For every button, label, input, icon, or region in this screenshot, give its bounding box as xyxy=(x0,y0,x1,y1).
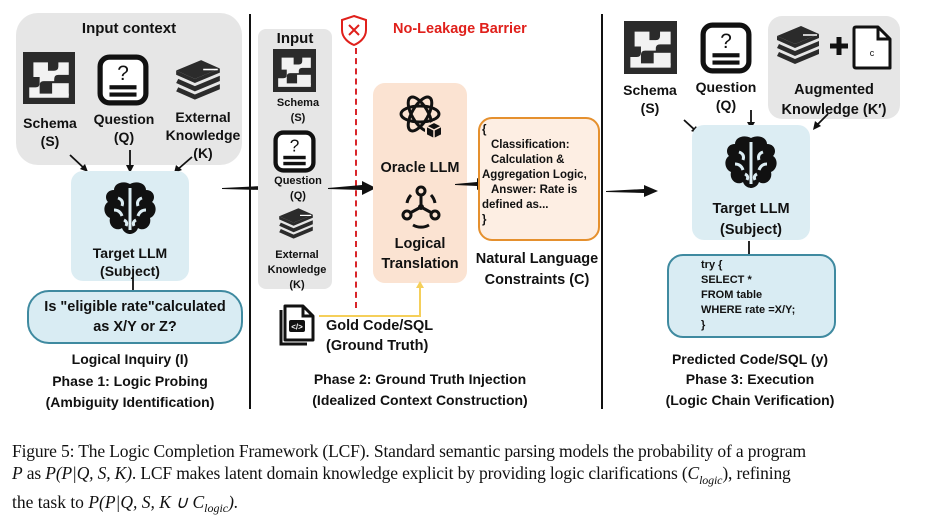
formula-refined: P(P|Q, S, K ∪ C xyxy=(88,491,205,512)
caption-line-2: P as P(P|Q, S, K). LCF makes latent doma… xyxy=(12,463,791,487)
question-label: Question(Q) xyxy=(93,111,155,145)
input-arrows xyxy=(69,150,193,173)
phase3-subtitle: (Logic Chain Verification) xyxy=(665,392,835,408)
brain-icon xyxy=(721,132,781,192)
constraints-content: { Classification: Calculation & Aggregat… xyxy=(482,123,598,228)
phase3-schema-label: Schema(S) xyxy=(623,82,677,116)
constraints-box xyxy=(478,117,600,241)
question-icon xyxy=(273,130,316,173)
shield-x-icon xyxy=(341,14,367,47)
network-icon xyxy=(401,185,441,229)
phase2-input-title: Input xyxy=(276,30,314,47)
caption-line-3: the task to P(P|Q, S, K ∪ Clogic). xyxy=(12,491,239,516)
predicted-code-content: try { SELECT * FROM table WHERE rate =X/… xyxy=(701,258,831,333)
divider-phase1-phase2 xyxy=(249,14,251,409)
oracle-llm-label: Oracle LLM xyxy=(380,160,460,176)
figure-caption: Figure 5: The Logic Completion Framework… xyxy=(12,440,932,519)
phase1-title: Phase 1: Logic Probing xyxy=(52,373,208,389)
constraints-line: defined as... xyxy=(482,199,549,211)
books-plus-file-icon: c xyxy=(776,25,892,70)
constraints-line: Answer: Rate is xyxy=(491,184,578,196)
input-context-title: Input context xyxy=(81,20,177,37)
svg-text:</>: </> xyxy=(291,323,303,332)
constraints-close: } xyxy=(482,214,487,226)
logical-inquiry-label: Logical Inquiry (I) xyxy=(71,351,189,367)
gold-to-translation-arrow xyxy=(319,281,424,317)
phase3-question-label: Question(Q) xyxy=(695,79,757,113)
divider-phase2-phase3 xyxy=(601,14,603,409)
arrow-phase2-to-phase3 xyxy=(606,185,658,197)
logical-inquiry-box xyxy=(27,290,243,344)
schema-icon xyxy=(624,21,677,74)
code-line: FROM table xyxy=(701,289,763,301)
schema-icon xyxy=(273,49,316,92)
phase2-question-label: Question(Q) xyxy=(274,175,322,202)
formula-p-given: P(P|Q, S, K) xyxy=(45,463,132,483)
constraints-line: Aggregation Logic, xyxy=(482,169,587,181)
arrow-schema-to-llm xyxy=(69,154,88,172)
schema-label: Schema(S) xyxy=(23,115,77,149)
brain-icon xyxy=(100,178,160,238)
question-icon xyxy=(700,22,752,74)
barrier-label: No-Leakage Barrier xyxy=(393,21,527,37)
phase2-subtitle: (Idealized Context Construction) xyxy=(312,392,528,408)
constraints-open: { xyxy=(482,124,487,136)
arrow-input-to-oracle xyxy=(328,181,376,195)
phase3-title: Phase 3: Execution xyxy=(685,371,815,387)
code-line: } xyxy=(701,319,706,331)
constraints-line: Calculation & xyxy=(491,154,565,166)
target-llm-label: Target LLM(Subject) xyxy=(92,245,168,279)
arrow-knowledge-to-llm xyxy=(813,113,829,130)
predicted-code-box xyxy=(667,254,836,338)
atom-cube-icon xyxy=(399,95,443,141)
oracle-llm-panel xyxy=(373,83,467,283)
caption-line-1: Figure 5: The Logic Completion Framework… xyxy=(12,441,806,461)
phase2-schema-label: Schema(S) xyxy=(276,97,320,124)
arrow-question-to-llm xyxy=(126,150,134,173)
no-leakage-barrier-line xyxy=(355,48,357,308)
phase2-title: Phase 2: Ground Truth Injection xyxy=(313,371,527,387)
phase1-subtitle: (Ambiguity Identification) xyxy=(45,394,215,410)
books-icon xyxy=(276,205,316,245)
svg-text:c: c xyxy=(870,48,875,58)
constraints-line: Classification: xyxy=(491,139,570,151)
code-line: SELECT * xyxy=(701,274,752,286)
code-line: try { xyxy=(701,259,723,271)
code-file-icon: </> xyxy=(279,304,315,346)
phase3-target-llm-label: Target LLM(Subject) xyxy=(712,201,790,238)
predicted-code-label: Predicted Code/SQL (y) xyxy=(671,351,829,367)
code-line: WHERE rate =X/Y; xyxy=(701,304,796,316)
gold-code-label: Gold Code/SQL(Ground Truth) xyxy=(326,318,434,354)
